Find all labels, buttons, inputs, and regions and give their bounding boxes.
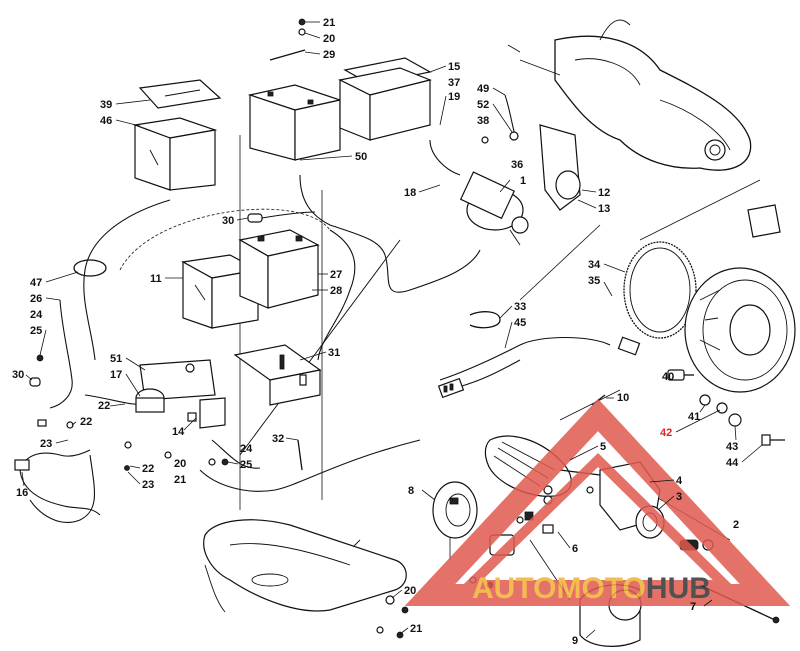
callout: 29 <box>323 49 335 61</box>
callout: 13 <box>598 203 610 215</box>
battery-11 <box>181 254 260 329</box>
callout: 43 <box>726 441 738 453</box>
callout: 28 <box>330 285 342 297</box>
engine-case <box>507 19 752 171</box>
callout: 2 <box>733 519 739 531</box>
callout: 21 <box>410 623 422 635</box>
callout: 49 <box>477 83 489 95</box>
cable-49-52 <box>481 94 519 144</box>
callout: 14 <box>172 426 185 438</box>
callout: 21 <box>323 17 335 29</box>
callout: 9 <box>572 635 578 647</box>
relay-17 <box>135 388 165 413</box>
watermark-text-hub: HUB <box>646 572 711 605</box>
callout: 1 <box>520 175 526 187</box>
callout: 27 <box>330 269 342 281</box>
callout: 45 <box>514 317 526 329</box>
callout: 22 <box>98 400 110 412</box>
footrest-plate <box>203 519 409 639</box>
callout: 52 <box>477 99 489 111</box>
callout: 20 <box>174 458 186 470</box>
callout: 37 <box>448 77 460 89</box>
callout: 33 <box>514 301 526 313</box>
callout: 7 <box>690 601 696 613</box>
callout: 5 <box>600 441 606 453</box>
callout-red: 42 <box>660 427 672 439</box>
cable-30-left <box>29 377 41 387</box>
starter-endcap-8 <box>432 481 478 539</box>
callout: 22 <box>80 416 92 428</box>
callout: 47 <box>30 277 42 289</box>
watermark-logo: AUTOMOTOHUB <box>404 398 791 606</box>
callout: 21 <box>174 474 186 486</box>
harness-16 <box>14 419 101 516</box>
callout: 25 <box>240 459 252 471</box>
callout: 20 <box>323 33 335 45</box>
watermark-text-moto: MOTO <box>556 572 645 605</box>
clamp-47 <box>73 259 107 277</box>
battery-box-cover-39 <box>138 79 222 109</box>
connector-45 <box>437 336 641 399</box>
callout: 18 <box>404 187 416 199</box>
callout: 6 <box>572 543 578 555</box>
callout: 12 <box>598 187 610 199</box>
callout: 30 <box>12 369 24 381</box>
watermark-text-auto: AUTO <box>472 572 556 605</box>
callout: 32 <box>272 433 284 445</box>
callout: 35 <box>588 275 600 287</box>
callout: 30 <box>222 215 234 227</box>
callout: 23 <box>40 438 52 450</box>
callout: 20 <box>404 585 416 597</box>
callout: 38 <box>477 115 489 127</box>
callout: 23 <box>142 479 154 491</box>
rod-32 <box>297 439 303 471</box>
starter-solenoid-36 <box>459 171 529 246</box>
strap-29 <box>269 18 306 61</box>
callout: 22 <box>142 463 154 475</box>
bracket-12-13 <box>539 124 581 211</box>
callout: 25 <box>30 325 42 337</box>
decal-plate <box>747 204 781 238</box>
callout: 17 <box>110 369 122 381</box>
callout: 39 <box>100 99 112 111</box>
callout: 16 <box>16 487 28 499</box>
callout: 3 <box>676 491 682 503</box>
callout: 15 <box>448 61 460 73</box>
cable-30 <box>247 211 316 223</box>
callout: 36 <box>511 159 523 171</box>
battery-box-46 <box>132 117 218 191</box>
callout: 11 <box>150 273 162 285</box>
callout: 46 <box>100 115 112 127</box>
battery-main <box>238 229 320 309</box>
callout: 51 <box>110 353 122 365</box>
callout: 44 <box>726 457 739 469</box>
svg-text:AUTOMOTOHUB: AUTOMOTOHUB <box>472 572 711 605</box>
callout: 40 <box>662 371 674 383</box>
battery-box-15 <box>338 57 432 141</box>
callout: 24 <box>240 443 253 455</box>
clip-33 <box>469 311 501 329</box>
bracket-31 <box>233 344 322 406</box>
callout: 50 <box>355 151 367 163</box>
callout: 8 <box>408 485 414 497</box>
ring-gear-34 <box>623 241 697 339</box>
callout: 4 <box>676 475 683 487</box>
callout: 24 <box>30 309 43 321</box>
callouts: 21 20 29 15 37 19 39 46 50 49 52 38 36 1… <box>12 17 763 647</box>
flywheel <box>684 267 796 393</box>
callout: 41 <box>688 411 700 423</box>
callout: 26 <box>30 293 42 305</box>
callout: 10 <box>617 392 629 404</box>
battery-50 <box>247 84 343 161</box>
regulator-51 <box>139 359 226 429</box>
callout: 19 <box>448 91 460 103</box>
callout: 31 <box>328 347 340 359</box>
callout: 34 <box>588 259 601 271</box>
